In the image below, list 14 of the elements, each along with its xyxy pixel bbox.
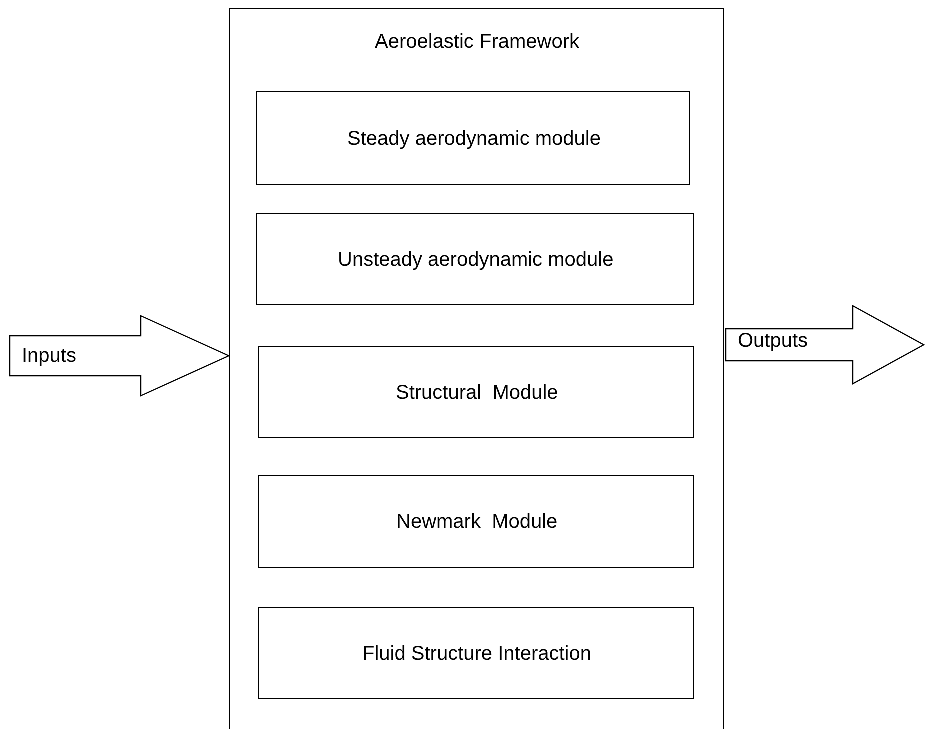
container-title: Aeroelastic Framework: [375, 31, 580, 54]
arrow-label: Inputs: [22, 344, 76, 368]
module-label: Fluid Structure Interaction: [362, 642, 592, 666]
module-label: Structural Module: [396, 382, 558, 404]
module-box: [258, 346, 694, 438]
module-box: [258, 607, 694, 699]
module-box: [258, 475, 694, 568]
module-label: Newmark Module: [396, 511, 558, 534]
framework-container: [229, 8, 724, 729]
module-label: Steady aerodynamic module: [348, 128, 601, 150]
module-box: [256, 213, 694, 305]
module-box: [256, 91, 690, 185]
module-label: Unsteady aerodynamic module: [338, 248, 614, 272]
arrow-label: Outputs: [738, 330, 808, 352]
